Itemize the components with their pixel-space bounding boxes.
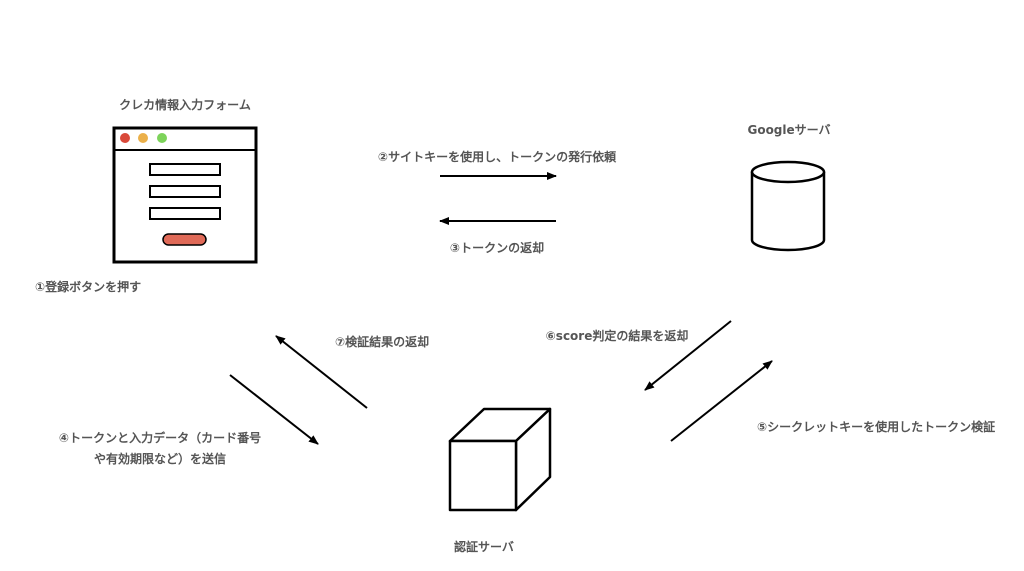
window-dot-yellow: [138, 133, 148, 143]
form-title: クレカ情報入力フォーム: [119, 98, 251, 112]
auth-server-cube-icon: [448, 407, 552, 512]
step7-label: ⑦検証結果の返却: [335, 335, 430, 349]
credit-card-form-window: [112, 126, 258, 264]
step2-label: ②サイトキーを使用し、トークンの発行依頼: [377, 150, 617, 164]
arrow-step4: [229, 374, 319, 445]
step4-label-line1: ④トークンと入力データ（カード番号: [58, 431, 262, 445]
step1-label: ①登録ボタンを押す: [35, 280, 142, 294]
submit-button: [162, 233, 207, 246]
step6-label: ⑥score判定の結果を返却: [545, 329, 689, 343]
window-dot-green: [157, 133, 167, 143]
arrow-step6: [644, 320, 732, 391]
arrow-step7: [275, 335, 368, 409]
google-server-cylinder-icon: [750, 160, 826, 252]
form-input-field: [149, 207, 221, 220]
step5-label: ⑤シークレットキーを使用したトークン検証: [757, 420, 996, 434]
form-input-field: [149, 163, 221, 176]
window-dot-red: [120, 133, 130, 143]
auth-server-label: 認証サーバ: [454, 540, 514, 554]
arrow-step5: [670, 360, 773, 442]
google-server-label: Googleサーバ: [747, 123, 831, 137]
step4-label-line2: や有効期限など）を送信: [93, 452, 227, 466]
step3-label: ③トークンの返却: [449, 241, 545, 255]
form-input-field: [149, 185, 221, 198]
